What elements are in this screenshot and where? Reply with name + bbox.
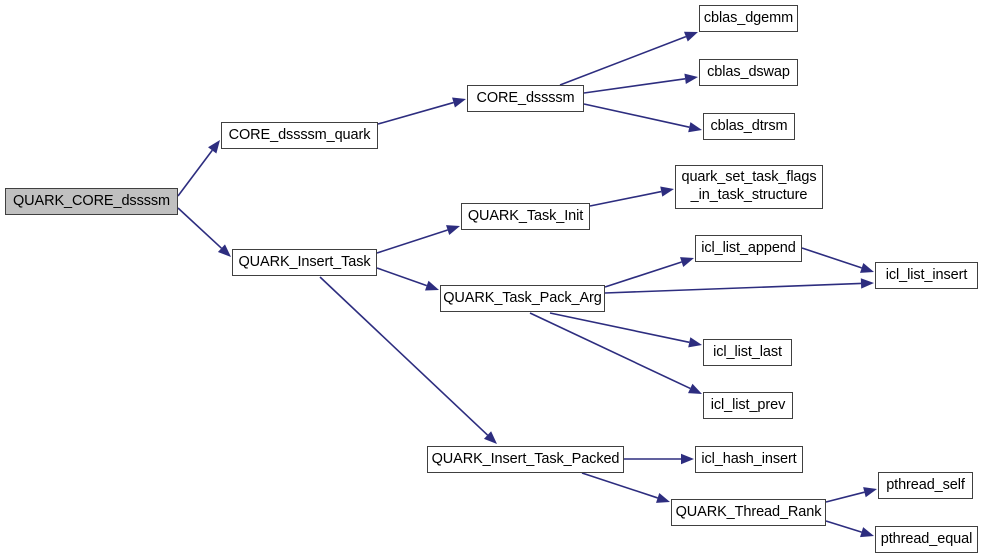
graph-node-pthread_self[interactable]: pthread_self	[878, 472, 973, 499]
graph-node-pthread_equal[interactable]: pthread_equal	[875, 526, 978, 553]
graph-node-quark_insert_task_packed[interactable]: QUARK_Insert_Task_Packed	[427, 446, 624, 473]
graph-node-icl_list_prev[interactable]: icl_list_prev	[703, 392, 793, 419]
edge-core_dssssm-to-cblas_dswap	[583, 73, 698, 94]
graph-node-core_dssssm[interactable]: CORE_dssssm	[467, 85, 584, 112]
edge-quark_core_dssssm-to-quark_insert_task	[177, 207, 231, 257]
edge-quark_task_pack_arg-to-icl_list_last	[549, 312, 702, 348]
graph-node-quark_insert_task[interactable]: QUARK_Insert_Task	[232, 249, 377, 276]
edge-quark_task_pack_arg-to-icl_list_append	[604, 257, 694, 288]
edge-core_dssssm-to-cblas_dgemm	[559, 31, 698, 86]
edge-quark_task_init-to-quark_set_task_flags	[589, 186, 674, 207]
edge-icl_list_append-to-icl_list_insert	[801, 247, 874, 273]
graph-node-cblas_dswap[interactable]: cblas_dswap	[699, 59, 798, 86]
edge-quark_thread_rank-to-pthread_equal	[825, 520, 874, 538]
edge-quark_insert_task_packed-to-icl_hash_insert	[624, 453, 694, 465]
graph-node-quark_core_dssssm[interactable]: QUARK_CORE_dssssm	[5, 188, 178, 215]
edge-quark_task_pack_arg-to-icl_list_insert	[604, 278, 874, 294]
edge-quark_task_pack_arg-to-icl_list_prev	[529, 312, 702, 394]
graph-node-icl_hash_insert[interactable]: icl_hash_insert	[695, 446, 803, 473]
edge-quark_insert_task_packed-to-quark_thread_rank	[581, 472, 670, 503]
graph-node-icl_list_append[interactable]: icl_list_append	[695, 235, 802, 262]
graph-node-cblas_dtrsm[interactable]: cblas_dtrsm	[703, 113, 795, 140]
edge-core_dssssm_quark-to-core_dssssm	[377, 97, 466, 125]
graph-node-cblas_dgemm[interactable]: cblas_dgemm	[699, 5, 798, 32]
edge-core_dssssm-to-cblas_dtrsm	[583, 103, 702, 133]
graph-node-quark_thread_rank[interactable]: QUARK_Thread_Rank	[671, 499, 826, 526]
edge-quark_insert_task-to-quark_task_init	[376, 225, 460, 254]
graph-node-icl_list_insert[interactable]: icl_list_insert	[875, 262, 978, 289]
graph-node-quark_task_pack_arg[interactable]: QUARK_Task_Pack_Arg	[440, 285, 605, 312]
edge-quark_insert_task-to-quark_task_pack_arg	[376, 267, 439, 291]
edge-quark_core_dssssm-to-core_dssssm_quark	[177, 140, 220, 197]
edge-quark_thread_rank-to-pthread_self	[825, 487, 877, 503]
graph-node-icl_list_last[interactable]: icl_list_last	[703, 339, 792, 366]
graph-node-quark_set_task_flags[interactable]: quark_set_task_flags _in_task_structure	[675, 165, 823, 209]
graph-node-core_dssssm_quark[interactable]: CORE_dssssm_quark	[221, 122, 378, 149]
graph-node-quark_task_init[interactable]: QUARK_Task_Init	[461, 203, 590, 230]
